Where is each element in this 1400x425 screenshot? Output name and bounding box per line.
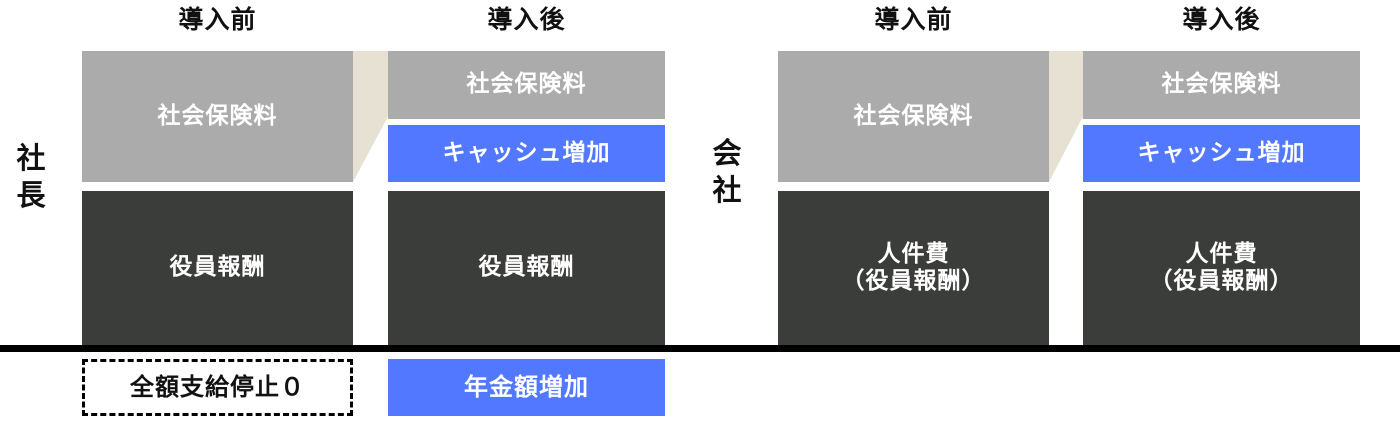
row-label-company: 会 社: [712, 136, 742, 208]
bar-block-company-after-cash: キャッシュ増加: [1083, 125, 1360, 182]
bar-block-company-after-insurance: 社会保険料: [1083, 51, 1360, 119]
column-header-president-after: 導入後: [487, 5, 566, 34]
column-header-president-before: 導入前: [178, 5, 257, 34]
bar-block-company-before-insurance: 社会保険料: [778, 51, 1049, 182]
connector-wedge-president: [353, 51, 388, 182]
column-header-company-after: 導入後: [1182, 5, 1261, 34]
bar-block-company-before-labor: 人件費 （役員報酬）: [778, 191, 1049, 345]
connector-wedge-company: [1049, 51, 1083, 182]
bar-block-president-before-compensation: 役員報酬: [82, 191, 353, 345]
footer-box-president-before: 全額支給停止０: [82, 359, 353, 416]
column-header-company-before: 導入前: [874, 5, 953, 34]
bar-block-president-after-cash: キャッシュ増加: [388, 125, 665, 182]
bar-block-president-after-compensation: 役員報酬: [388, 191, 665, 345]
row-label-president: 社 長: [16, 141, 46, 213]
footer-box-president-after: 年金額増加: [388, 359, 665, 416]
bar-block-company-after-labor: 人件費 （役員報酬）: [1083, 191, 1360, 345]
baseline-rule: [0, 345, 1400, 352]
bar-block-president-after-insurance: 社会保険料: [388, 51, 665, 119]
bar-block-president-before-insurance: 社会保険料: [82, 51, 353, 182]
